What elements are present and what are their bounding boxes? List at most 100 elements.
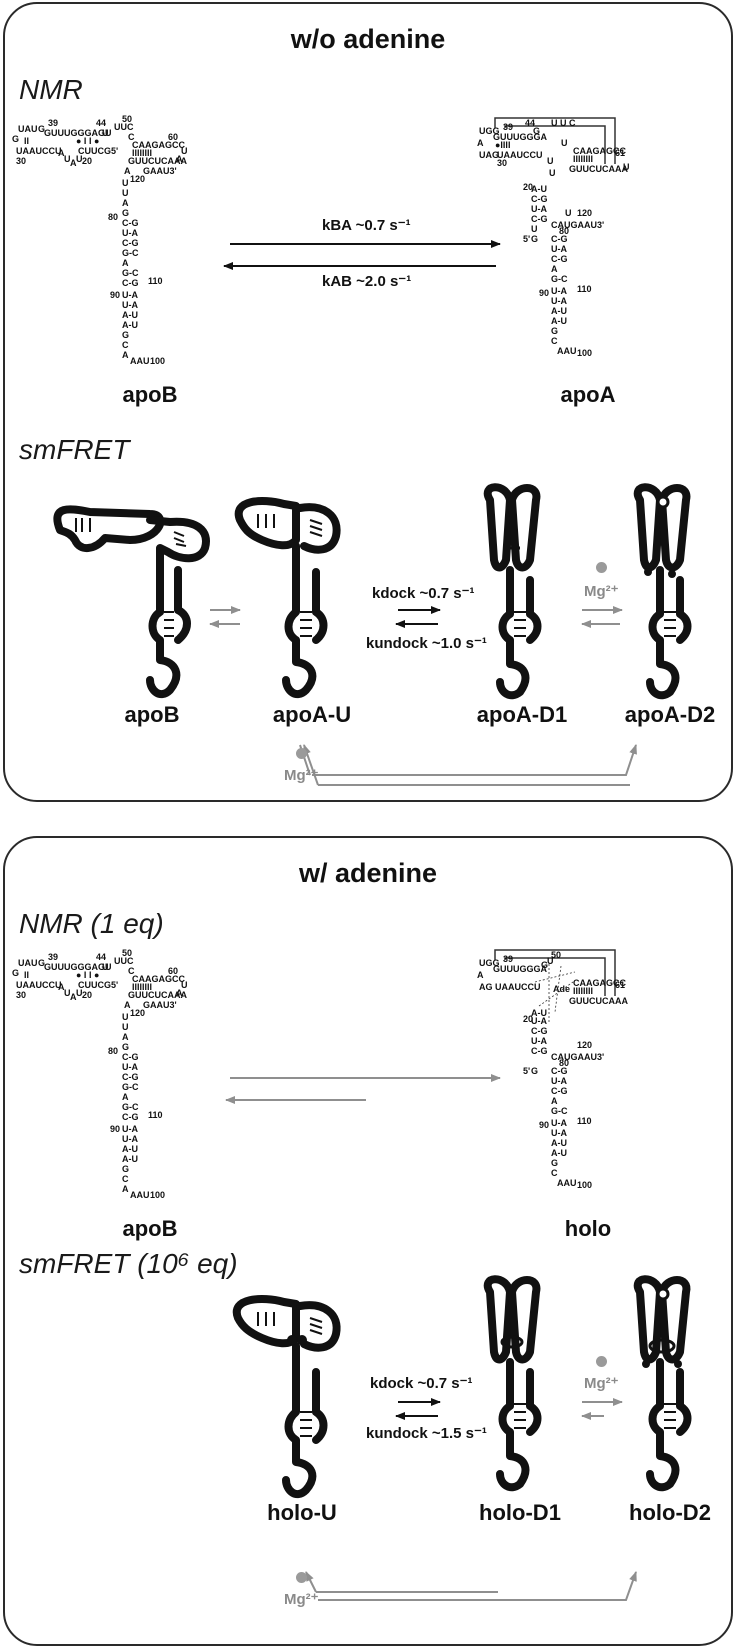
svg-text:120: 120: [577, 208, 592, 218]
cartoon-apoa-d1: [483, 483, 542, 700]
rate-kdock: kdock ~0.7 s⁻¹: [372, 585, 475, 602]
svg-text:C-G: C-G: [551, 254, 568, 264]
svg-text:G-C: G-C: [551, 274, 568, 284]
svg-text:90: 90: [539, 288, 549, 298]
svg-text:C-G: C-G: [551, 1086, 568, 1096]
svg-text:A-U: A-U: [551, 1138, 567, 1148]
svg-text:C-G: C-G: [531, 1026, 548, 1036]
svg-text:90: 90: [539, 1120, 549, 1130]
svg-text:A-U: A-U: [551, 316, 567, 326]
state-label-holo-d1: holo-D1: [479, 1500, 561, 1525]
svg-text:U-A: U-A: [551, 1118, 567, 1128]
svg-text:C-G: C-G: [551, 234, 568, 244]
panel-title: w/o adenine: [290, 24, 446, 54]
svg-text:G: G: [531, 1066, 538, 1076]
cartoon-apob: [53, 505, 210, 699]
cartoon-holo-d1: [483, 1275, 542, 1492]
svg-text:IIIIIIII: IIIIIIII: [573, 154, 593, 164]
svg-text:U: U: [565, 208, 572, 218]
svg-text:30: 30: [497, 158, 507, 168]
mg-label-bottom-loop: Mg²⁺: [284, 1591, 319, 1608]
svg-text:U: U: [623, 162, 630, 172]
svg-text:44: 44: [525, 118, 535, 128]
arrow-holo-u-to-d2: [318, 1571, 637, 1601]
svg-text:80: 80: [559, 226, 569, 236]
smfret-section-label: smFRET (10⁶ eq): [19, 1248, 238, 1280]
state-label-apoa-d1: apoA-D1: [476, 702, 568, 727]
cartoon-apoa-u: [234, 497, 341, 699]
svg-text:●IIII: ●IIII: [495, 140, 510, 150]
svg-text:39: 39: [503, 122, 513, 132]
svg-text:CAAGAGCC: CAAGAGCC: [573, 978, 626, 988]
nmr-structure-apoa: UGG 39 44 G U U C GUUUGGGA A ●IIII UAG U…: [477, 117, 630, 358]
svg-text:U-A: U-A: [551, 1076, 567, 1086]
svg-text:U-A: U-A: [531, 1016, 547, 1026]
svg-text:39: 39: [503, 954, 513, 964]
svg-text:U: U: [549, 168, 556, 178]
svg-text:U U C: U U C: [551, 118, 576, 128]
svg-text:CAAGAGCC: CAAGAGCC: [573, 146, 626, 156]
svg-text:UAAUCCU: UAAUCCU: [495, 982, 541, 992]
svg-text:G: G: [531, 234, 538, 244]
svg-text:UGG: UGG: [479, 958, 500, 968]
svg-text:GUUCUCAAA: GUUCUCAAA: [569, 164, 628, 174]
svg-text:C: C: [551, 336, 558, 346]
nmr-structure-apob: [12, 114, 188, 366]
state-label-apoa-d2: apoA-D2: [624, 702, 716, 727]
svg-text:110: 110: [577, 284, 592, 294]
svg-text:A-U: A-U: [551, 1148, 567, 1158]
mg-dot-bottom-loop: [296, 1572, 307, 1583]
svg-text:5': 5': [523, 1066, 530, 1076]
svg-text:C: C: [551, 1168, 558, 1178]
panel-without-adenine: w/o adenine NMR smFRET: [3, 2, 733, 802]
state-label-holo-nmr: holo: [564, 1216, 612, 1241]
rate-kundock: kundock ~1.0 s⁻¹: [366, 635, 487, 652]
svg-text:U-A: U-A: [551, 296, 567, 306]
svg-text:U: U: [547, 956, 554, 966]
svg-text:A-U: A-U: [551, 306, 567, 316]
svg-text:GUUUGGGA: GUUUGGGA: [493, 964, 548, 974]
svg-text:A-U: A-U: [531, 184, 547, 194]
svg-text:CAUGAAU3': CAUGAAU3': [551, 220, 604, 230]
nmr-structure-apob-bottom: [12, 948, 188, 1200]
svg-text:G-C: G-C: [551, 1106, 568, 1116]
state-label-apoa-nmr: apoA: [560, 382, 616, 407]
svg-text:AG: AG: [479, 982, 493, 992]
svg-text:U-A: U-A: [551, 244, 567, 254]
svg-text:UGG: UGG: [479, 126, 500, 136]
svg-text:61: 61: [615, 980, 625, 990]
arrow-holo-d2-to-u: [306, 1572, 498, 1593]
svg-text:U-A: U-A: [551, 1128, 567, 1138]
svg-text:U-A: U-A: [531, 1036, 547, 1046]
panel-with-adenine: w/ adenine NMR (1 eq) smFRET (10⁶ eq): [3, 836, 733, 1646]
svg-text:100: 100: [577, 1180, 592, 1190]
svg-text:A-U: A-U: [531, 1008, 547, 1018]
svg-text:UAG: UAG: [479, 150, 499, 160]
svg-text:A: A: [477, 970, 484, 980]
smfret-section-label: smFRET: [19, 434, 130, 465]
svg-text:AAU: AAU: [557, 346, 577, 356]
nmr-section-label: NMR: [19, 74, 83, 105]
mg-dot: [596, 562, 607, 573]
svg-text:Ade: Ade: [553, 984, 570, 994]
svg-text:GUUCUCAAA: GUUCUCAAA: [569, 996, 628, 1006]
svg-text:U-A: U-A: [551, 286, 567, 296]
svg-text:A: A: [551, 264, 558, 274]
mg-dot: [596, 1356, 607, 1367]
svg-text:C-G: C-G: [531, 214, 548, 224]
svg-text:120: 120: [577, 1040, 592, 1050]
mg-label: Mg²⁺: [584, 1375, 619, 1392]
state-label-apoa-u: apoA-U: [272, 702, 352, 727]
svg-text:20: 20: [523, 1014, 533, 1024]
svg-text:U: U: [547, 156, 554, 166]
state-label-holo-u: holo-U: [267, 1500, 337, 1525]
svg-text:U: U: [531, 224, 538, 234]
nmr-section-label: NMR (1 eq): [19, 908, 164, 939]
svg-text:U-A: U-A: [531, 204, 547, 214]
state-label-apob-nmr: apoB: [122, 382, 178, 407]
arrow-apoa-u-to-apoa-d2: [299, 745, 636, 776]
svg-text:C-G: C-G: [531, 194, 548, 204]
svg-text:A: A: [551, 1096, 558, 1106]
svg-text:80: 80: [559, 1058, 569, 1068]
